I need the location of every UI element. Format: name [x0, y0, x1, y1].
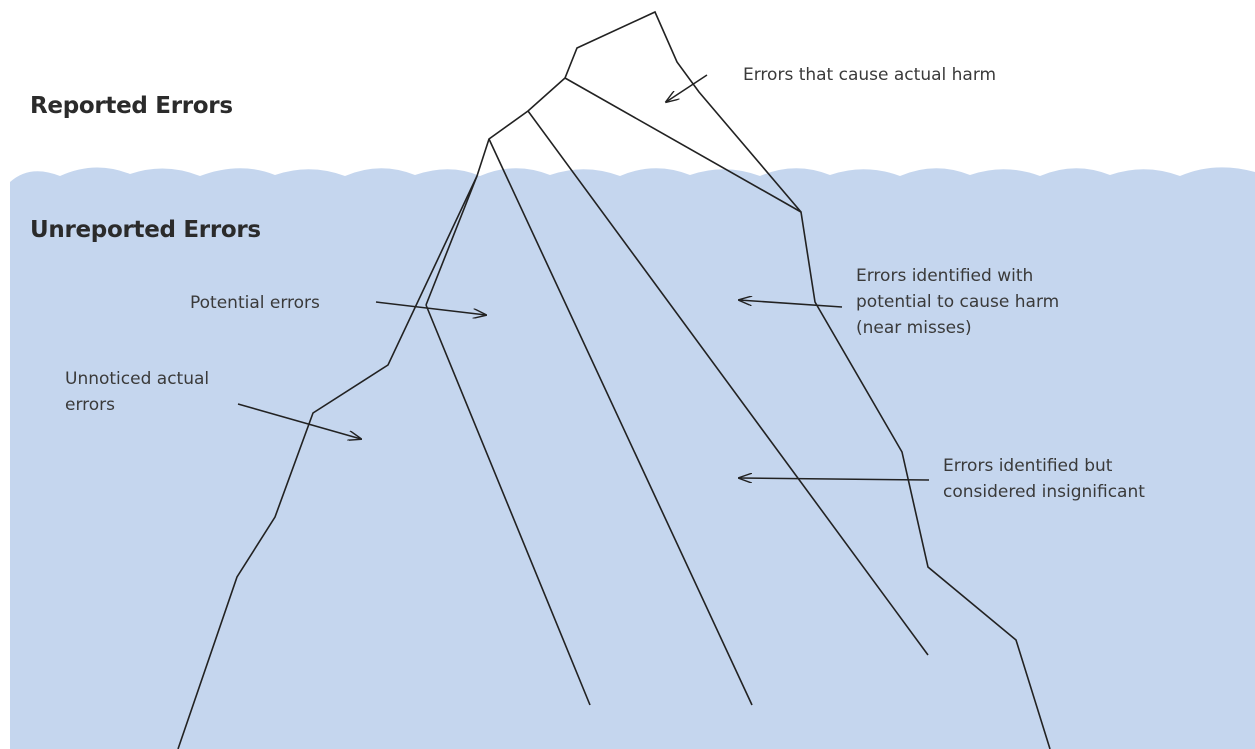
arrow-insignificant [739, 478, 930, 480]
water-region [10, 167, 1255, 749]
arrow-unnoticed [237, 403, 361, 439]
label-near-misses-line-3: (near misses) [856, 318, 972, 338]
label-insignificant-line-2: considered insignificant [943, 482, 1145, 502]
division-line-4 [425, 175, 478, 306]
arrow-potential-errors [375, 301, 486, 315]
label-near-misses-line-1: Errors identified with [856, 266, 1034, 286]
label-insignificant-line-1: Errors identified but [943, 456, 1113, 476]
label-potential-errors: Potential errors [190, 293, 320, 313]
label-unnoticed-line-1: Unnoticed actual [65, 369, 210, 389]
label-insignificant: Errors identified but considered insigni… [943, 453, 1145, 505]
label-near-misses-line-2: potential to cause harm [856, 292, 1060, 312]
label-unnoticed-line-2: errors [65, 395, 116, 415]
arrow-actual-harm [666, 74, 708, 102]
division-line-2 [527, 110, 929, 656]
iceberg-outline [177, 10, 1051, 749]
division-line-1 [564, 77, 802, 213]
label-near-misses: Errors identified with potential to caus… [856, 263, 1059, 341]
reported-errors-title: Reported Errors [30, 93, 233, 119]
unreported-errors-title: Unreported Errors [30, 217, 261, 243]
division-line-3 [488, 138, 753, 706]
label-unnoticed: Unnoticed actual errors [65, 366, 209, 418]
arrow-near-misses [739, 300, 843, 308]
label-actual-harm: Errors that cause actual harm [743, 65, 997, 85]
division-line-6 [425, 304, 591, 706]
